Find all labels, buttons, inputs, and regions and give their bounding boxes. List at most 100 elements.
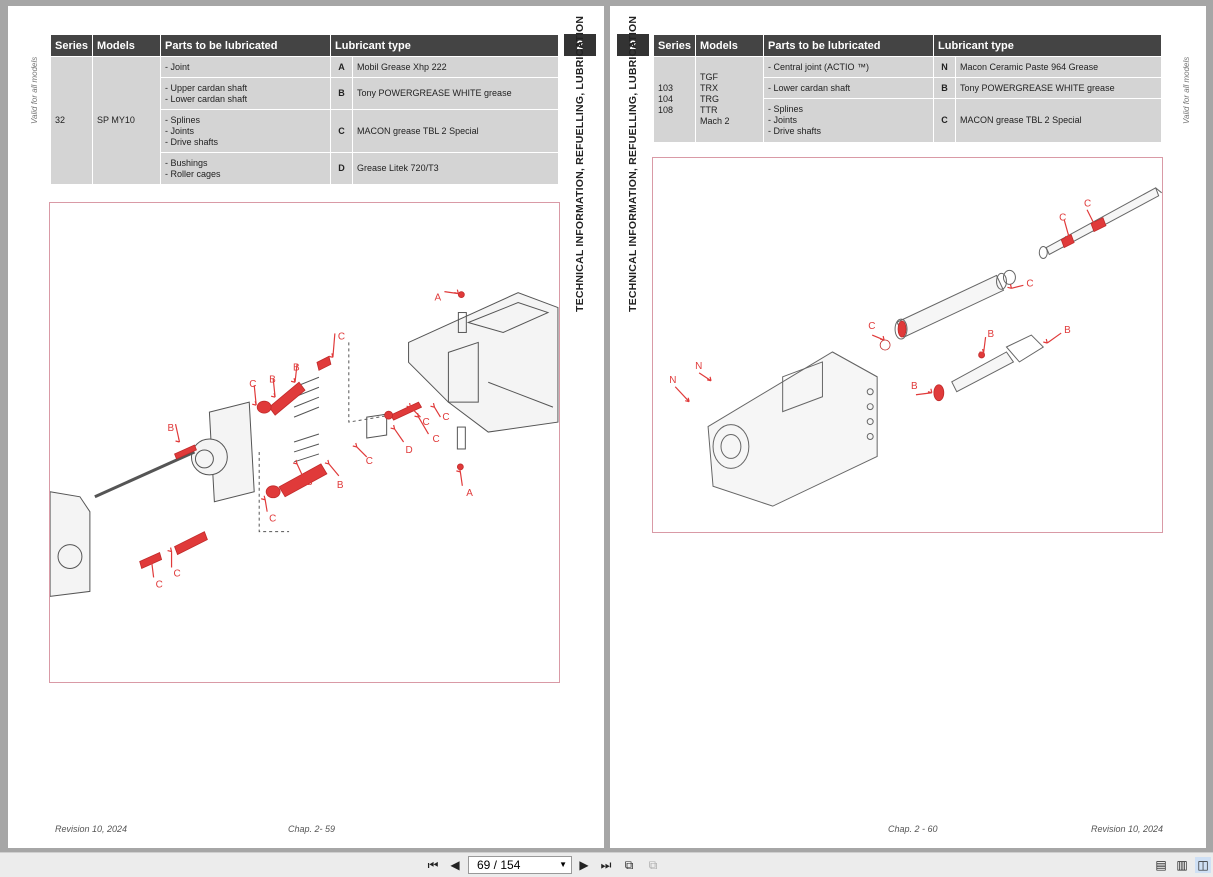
callout-label-b: B [988, 329, 995, 340]
grease-point-arrow [324, 459, 340, 477]
lubricant-name: Mobil Grease Xhp 222 [352, 56, 559, 78]
model-cell: SP MY10 [92, 56, 162, 185]
lubrication-table: Series Models Parts to be lubricated Lub… [49, 34, 559, 185]
side-note: Valid for all models [30, 56, 39, 124]
parts-cell: - Upper cardan shaft - Lower cardan shaf… [160, 77, 332, 110]
lubricant-name: Macon Ceramic Paste 964 Grease [955, 56, 1162, 78]
callout-label-c: C [423, 417, 430, 428]
header-lubricant: Lubricant type [933, 34, 1162, 57]
grease-point-arrow [290, 364, 298, 383]
grease-point-arrow [167, 547, 173, 568]
callout-label-c: C [156, 579, 163, 590]
callout-label-b: B [306, 477, 313, 488]
header-parts: Parts to be lubricated [763, 34, 935, 57]
callout-label-b: B [1064, 325, 1071, 336]
series-cell: 32 [49, 56, 94, 185]
callout-label-b: B [911, 381, 918, 392]
parts-cell: - Central joint (ACTIO ™) [763, 56, 935, 78]
callout-label-n: N [695, 361, 702, 372]
callout-label-c: C [174, 568, 181, 579]
grease-point-arrow [390, 424, 405, 443]
chapter-tab: 2 [617, 34, 649, 56]
grease-point-arrow [1007, 284, 1024, 289]
header-series: Series [652, 34, 697, 57]
grease-point-arrow [252, 385, 257, 406]
model-cell: TGF TRX TRG TTR Mach 2 [695, 56, 765, 143]
continuous-layout-icon[interactable]: ▥ [1176, 858, 1188, 872]
continuous-view-icon[interactable]: ⧉ [648, 857, 658, 872]
document-page-right: 2 TECHNICAL INFORMATION, REFUELLING, LUB… [610, 6, 1206, 848]
next-page-button[interactable]: ▶ [579, 858, 589, 872]
lubricant-letter: B [933, 77, 957, 99]
callout-label-c: C [868, 321, 875, 332]
facing-pages-layout-icon[interactable]: ◫ [1195, 857, 1211, 873]
series-cell: 103 104 108 [652, 56, 697, 143]
callout-label-c: C [1059, 213, 1066, 224]
grease-point-arrow [456, 467, 463, 486]
grease-point-arrow [979, 336, 987, 354]
lubricant-letter: D [330, 152, 354, 185]
side-note: Valid for all models [1182, 56, 1191, 124]
first-page-button[interactable]: ⏮ [427, 857, 439, 872]
grease-point-arrow [292, 459, 304, 478]
lubricant-name: Grease Litek 720/T3 [352, 152, 559, 185]
callout-label-b: B [269, 374, 276, 385]
footer-page-number: Chap. 2 - 60 [888, 824, 938, 834]
parts-cell: - Bushings - Roller cages [160, 152, 332, 185]
header-models: Models [92, 34, 162, 57]
grease-point-arrow [444, 289, 459, 295]
single-page-layout-icon[interactable]: ▤ [1155, 858, 1167, 872]
grease-point-arrow [174, 423, 181, 443]
header-models: Models [695, 34, 765, 57]
lubricant-letter: C [330, 109, 354, 153]
footer-revision: Revision 10, 2024 [1091, 824, 1164, 834]
grease-point-arrow [1086, 209, 1096, 227]
chevron-down-icon[interactable]: ▼ [559, 860, 567, 869]
previous-page-button[interactable]: ◀ [450, 858, 460, 872]
grease-point-arrow [270, 378, 276, 398]
callout-label-d: D [406, 445, 413, 456]
callout-label-a: A [466, 488, 473, 499]
lubrication-table: Series Models Parts to be lubricated Lub… [652, 34, 1162, 143]
grease-point-arrow [674, 386, 690, 403]
lubricant-letter: A [330, 56, 354, 78]
parts-cell: - Joint [160, 56, 332, 78]
lubricant-letter: N [933, 56, 957, 78]
lubricant-name: MACON grease TBL 2 Special [955, 98, 1162, 143]
header-parts: Parts to be lubricated [160, 34, 332, 57]
callout-label-c: C [442, 412, 449, 423]
viewer-toolbar: ⏮ ◀ 69 / 154 ▼ ▶ ⏭ ⧉ ⧉ ▤ ▥ ◫ [0, 852, 1213, 877]
page-indicator: 69 / 154 [477, 858, 521, 872]
lubricant-name: Tony POWERGREASE WHITE grease [352, 77, 559, 110]
grease-point-arrow [147, 557, 155, 578]
callout-label-c: C [249, 379, 256, 390]
footer-page-number: Chap. 2- 59 [288, 824, 336, 834]
grease-point-arrow [915, 388, 933, 396]
callout-label-n: N [669, 375, 676, 386]
grease-point-arrow [352, 442, 368, 458]
page-number-field[interactable]: 69 / 154 ▼ [468, 856, 572, 874]
grease-point-arrow [698, 372, 712, 382]
grease-point-arrow [414, 412, 429, 435]
document-page-left: Valid for all models Series Models Parts… [8, 6, 604, 848]
last-page-button[interactable]: ⏭ [600, 857, 612, 872]
lubricant-letter: B [330, 77, 354, 110]
callout-label-c: C [1026, 278, 1033, 289]
lubricant-name: MACON grease TBL 2 Special [352, 109, 559, 153]
callout-label-c: C [1084, 199, 1091, 210]
grease-point-arrow [261, 495, 268, 512]
grease-point-arrow [430, 403, 441, 418]
callout-label-b: B [293, 362, 300, 373]
parts-cell: - Lower cardan shaft [763, 77, 935, 99]
callout-label-c: C [338, 331, 345, 342]
header-lubricant: Lubricant type [330, 34, 559, 57]
chapter-vertical-title: TECHNICAL INFORMATION, REFUELLING, LUBRI… [627, 15, 639, 312]
chapter-tab: 2 [564, 34, 596, 56]
header-series: Series [49, 34, 94, 57]
chapter-vertical-title: TECHNICAL INFORMATION, REFUELLING, LUBRI… [574, 15, 586, 312]
two-page-view-icon[interactable]: ⧉ [624, 857, 634, 872]
callout-label-b: B [337, 480, 344, 491]
callout-label-c: C [269, 514, 276, 525]
